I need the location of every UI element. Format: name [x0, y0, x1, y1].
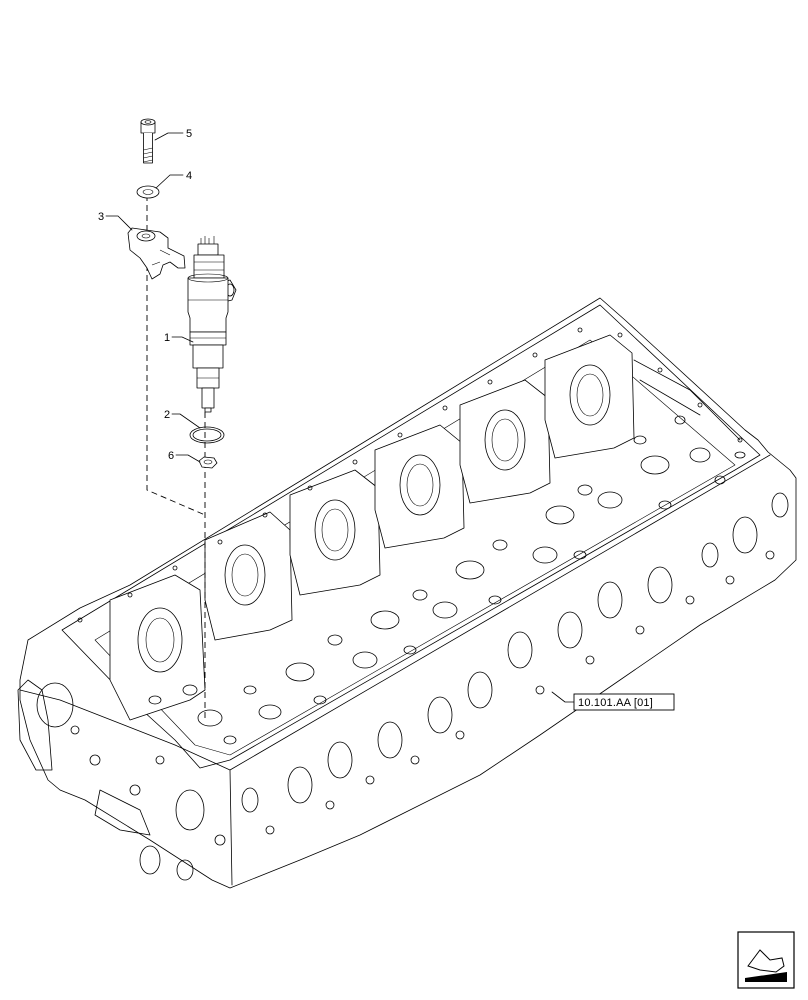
- callout-6: 6: [168, 450, 201, 463]
- washer-part-6: [198, 456, 218, 469]
- next-page-arrow-icon[interactable]: [737, 931, 795, 989]
- clamp-part-3: [127, 227, 186, 280]
- callout-label-3: 3: [98, 211, 104, 223]
- side-ports: [70, 492, 789, 881]
- callout-label-4: 4: [186, 170, 192, 182]
- callout-1: 1: [164, 332, 194, 344]
- screw-part-5: [140, 118, 156, 164]
- callout-2: 2: [164, 409, 201, 429]
- callout-label-1: 1: [164, 332, 170, 344]
- callout-5: 5: [154, 128, 192, 141]
- callout-label-5: 5: [186, 128, 192, 140]
- injector-part-1: [187, 236, 237, 413]
- deck-holes: [148, 415, 746, 745]
- section-reference-label: 10.101.AA [01]: [578, 697, 653, 709]
- cylinder-head: [17, 297, 797, 889]
- cam-towers: [109, 334, 741, 721]
- callout-4: 4: [155, 170, 192, 189]
- section-reference[interactable]: 10.101.AA [01]: [551, 691, 675, 711]
- seal-ring-part-2: [189, 426, 225, 444]
- rim-bolt-dots: [77, 327, 743, 623]
- washer-part-4: [136, 185, 160, 199]
- callout-label-6: 6: [168, 450, 174, 462]
- callout-label-2: 2: [164, 409, 170, 421]
- callout-3: 3: [98, 211, 133, 231]
